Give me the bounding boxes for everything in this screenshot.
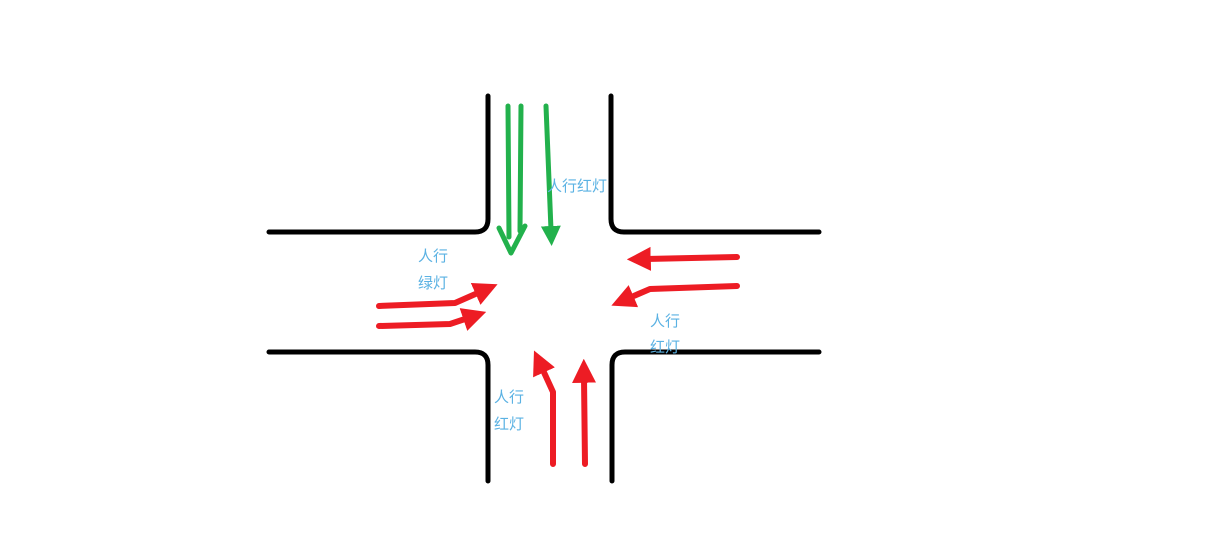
red-arrow-from-bottom-1	[533, 350, 556, 467]
red-arrow-from-right-1	[626, 246, 740, 271]
green-arrows	[496, 103, 561, 256]
red-arrow-from-right-2	[611, 283, 740, 308]
red-arrow-from-left-2	[376, 308, 487, 331]
label-bottom-pedestrian-red-line1: 人行	[494, 388, 524, 406]
red-arrows	[376, 246, 740, 467]
road-edge-top-left	[266, 93, 491, 235]
label-right-pedestrian-red-line2: 红灯	[650, 338, 680, 356]
label-right-pedestrian-red-line1: 人行	[650, 312, 680, 330]
green-arrow-down-2	[540, 103, 561, 246]
label-left-pedestrian-green-line2: 绿灯	[418, 274, 448, 292]
road-edge-top-right	[608, 93, 822, 235]
road-edge-bottom-left	[266, 349, 491, 484]
green-arrow-down-left-stroke	[505, 103, 512, 240]
red-arrow-from-bottom-2	[572, 358, 597, 467]
green-arrow-down-head	[496, 223, 528, 256]
green-arrow-down-right-stroke	[517, 103, 524, 234]
road-edge-bottom-right	[609, 349, 822, 484]
label-top-pedestrian-red: 人行红灯	[547, 177, 607, 195]
roads	[266, 93, 822, 484]
red-arrow-from-left-1	[376, 282, 498, 309]
label-bottom-pedestrian-red-line2: 红灯	[494, 415, 524, 433]
label-left-pedestrian-green-line1: 人行	[418, 247, 448, 265]
labels: 人行红灯 人行 绿灯 人行 红灯 人行 红灯	[418, 177, 680, 433]
